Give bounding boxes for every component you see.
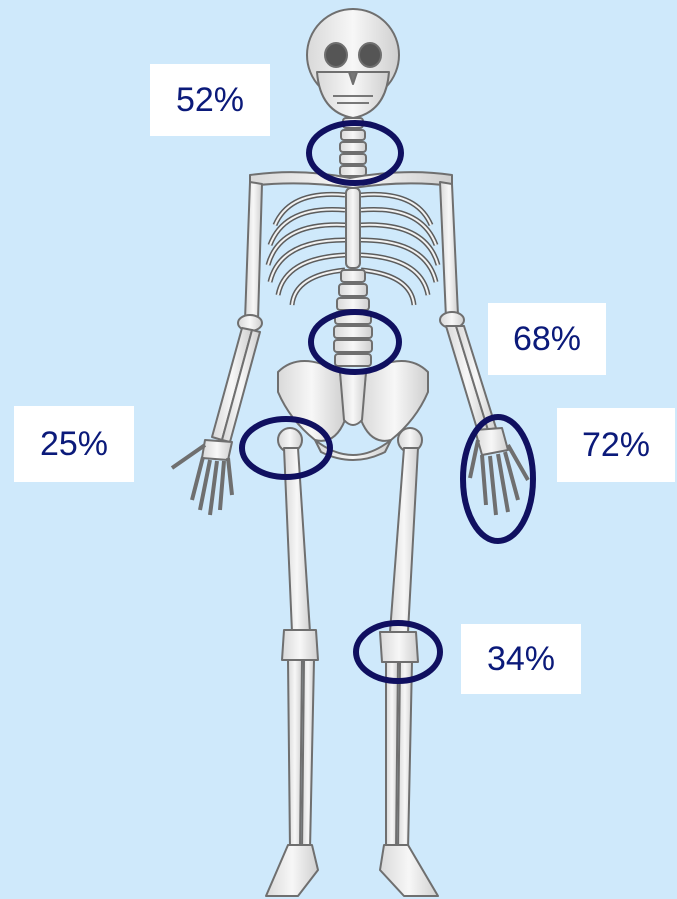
right-leg: [278, 428, 318, 850]
left-hand: [470, 428, 528, 515]
hip-percent-label: 25%: [14, 406, 134, 482]
right-arm: [212, 182, 262, 442]
feet: [266, 845, 438, 896]
skeleton-figure: [172, 9, 528, 896]
wrist-percent-label: 72%: [557, 408, 675, 482]
right-hand: [172, 440, 232, 515]
neck-percent-label: 52%: [150, 64, 270, 136]
lumbar-spine: [334, 270, 372, 366]
sternum: [346, 188, 360, 268]
skull: [307, 9, 399, 118]
left-leg: [380, 428, 422, 850]
knee-percent-label: 34%: [461, 624, 581, 694]
lumbar-percent-label: 68%: [488, 303, 606, 375]
